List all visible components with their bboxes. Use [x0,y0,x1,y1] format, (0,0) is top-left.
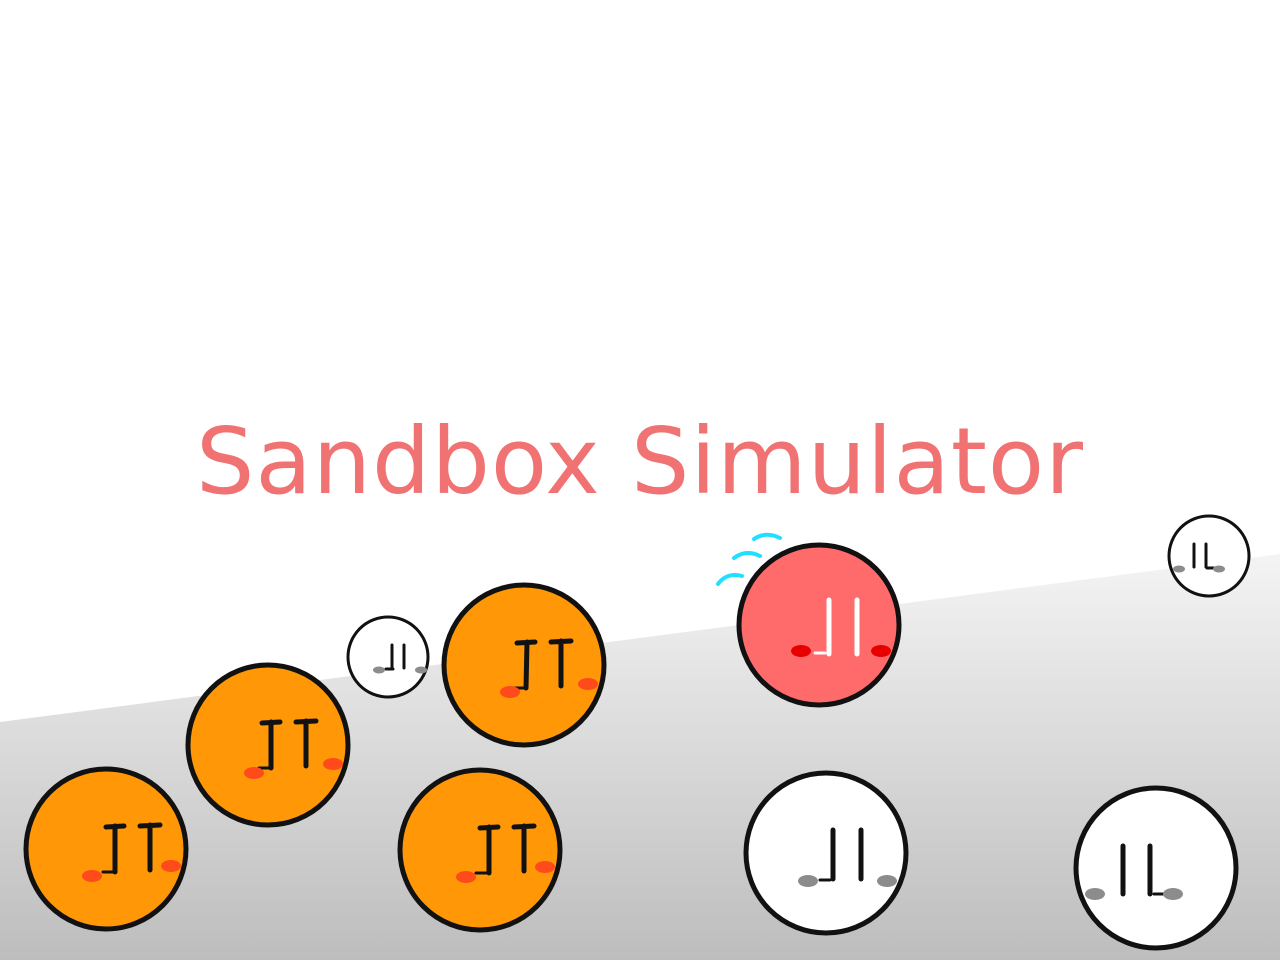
sad-orange-ball-icon[interactable] [441,582,607,748]
neutral-white-ball-icon[interactable] [1073,785,1239,951]
sad-orange-ball-icon[interactable] [23,766,189,932]
ground-slope [0,554,1280,960]
motion-lines-icon [716,532,782,586]
neutral-white-ball-icon[interactable] [1167,514,1251,598]
neutral-white-ball-icon[interactable] [743,770,909,936]
sad-orange-ball-icon[interactable] [185,662,351,828]
sad-orange-ball-icon[interactable] [397,767,563,933]
neutral-white-ball-icon[interactable] [346,615,430,699]
player-red-ball-icon[interactable] [736,542,902,708]
